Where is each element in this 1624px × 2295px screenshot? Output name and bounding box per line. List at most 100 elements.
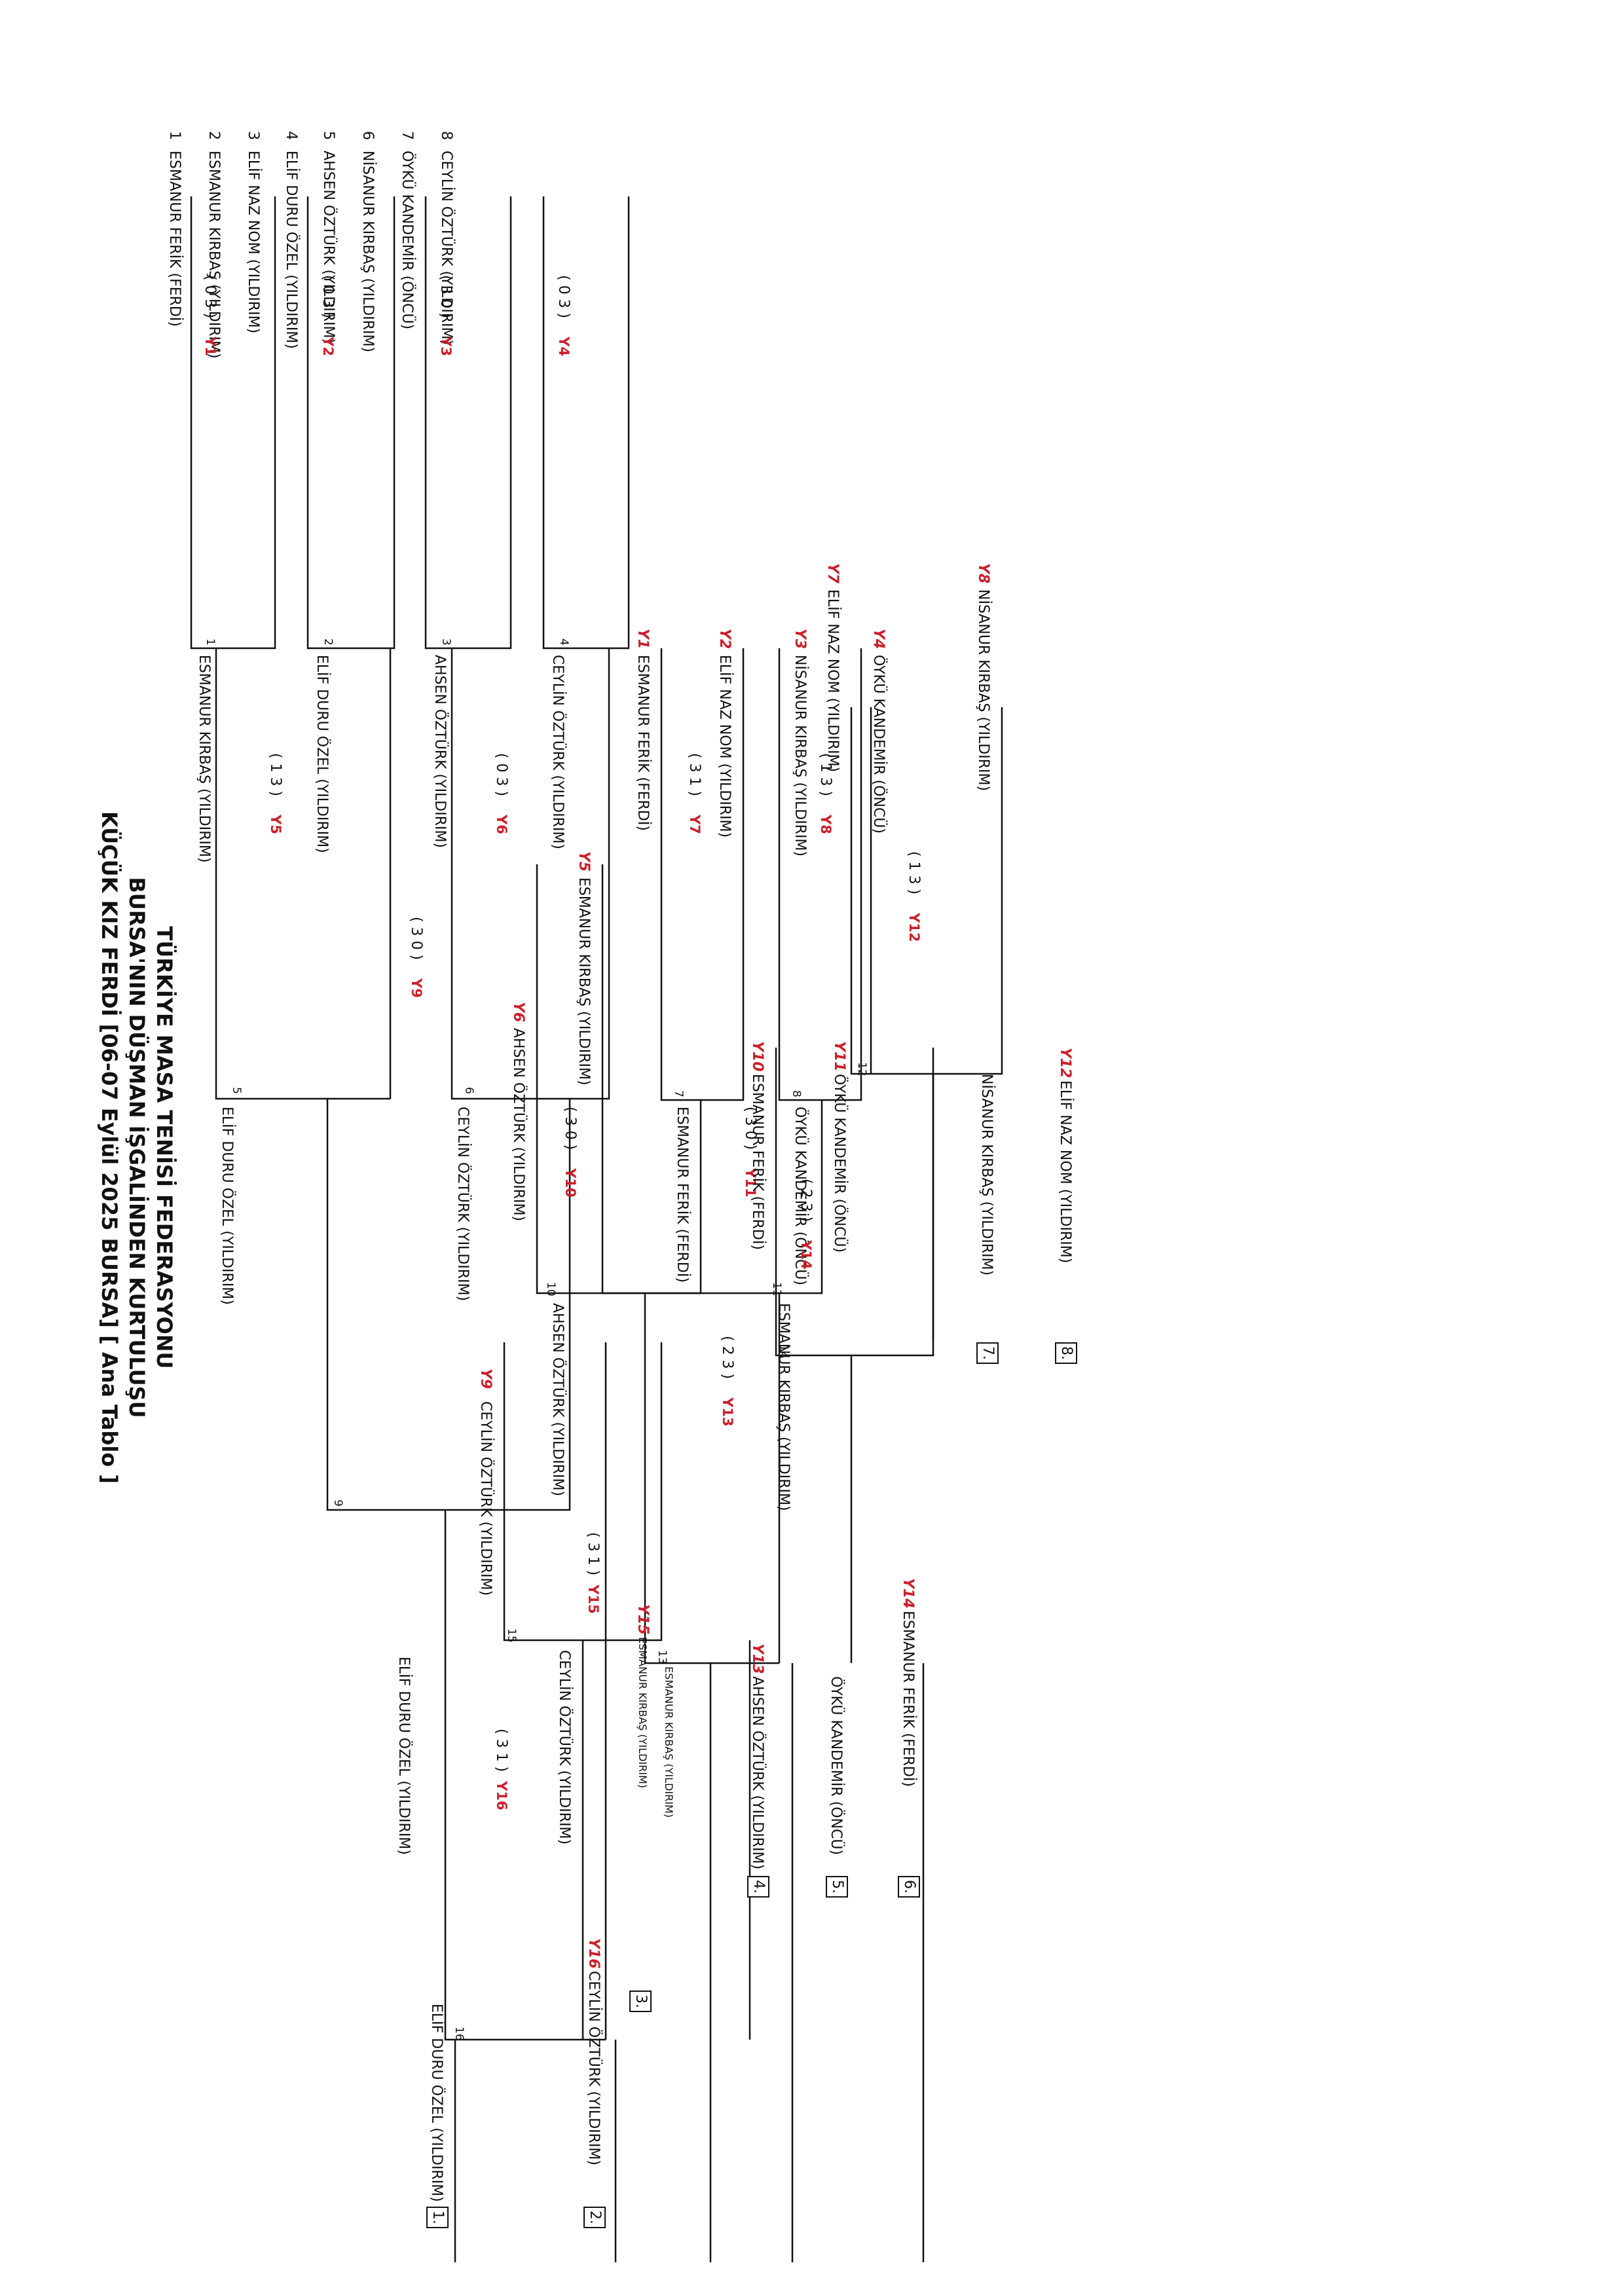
entry-name: ESMANUR FERİK (FERDİ) (749, 1074, 766, 1250)
match-score: ( 3 1 ) Y7 (686, 753, 703, 834)
match-number: 14 (777, 1344, 790, 1359)
standing-name: ELİF DURU ÖZEL (YILDIRIM) (428, 2004, 445, 2202)
loser-tag: Y16 (585, 1938, 602, 1969)
match-score: ( 3 0 ) Y10 (562, 1107, 578, 1198)
seed-number: 3 (245, 131, 261, 140)
match-winner: CEYLİN ÖZTÜRK (YILDIRIM) (556, 1650, 572, 1845)
entry-name: NİSANUR KIRBAŞ (YILDIRIM) (975, 589, 991, 792)
entry-name: AHSEN ÖZTÜRK (YILDIRIM) (510, 1028, 526, 1222)
entry-name: CEYLİN ÖZTÜRK (YILDIRIM) (477, 1401, 494, 1596)
loser-tag: Y4 (870, 629, 887, 650)
seed-number: 4 (283, 131, 299, 140)
loser-tag: Y15 (635, 1604, 651, 1635)
seed-number: 6 (360, 131, 376, 140)
match-score: ( 0 3 ) Y6 (493, 753, 509, 834)
match-winner: AHSEN ÖZTÜRK (YILDIRIM) (432, 655, 448, 849)
match-number: 13 (655, 1650, 669, 1664)
standing-rank: 4. (747, 1876, 769, 1898)
draw-entry: ESMANUR FERİK (FERDİ) (166, 151, 183, 327)
match-winner: ESMANUR KIRBAŞ (YILDIRIM) (775, 1303, 792, 1511)
standing-name: NİSANUR KIRBAŞ (YILDIRIM) (978, 1074, 995, 1276)
match-winner: AHSEN ÖZTÜRK (YILDIRIM) (549, 1303, 566, 1497)
loser-tag: Y1 (635, 629, 651, 650)
match-score: ( 2 3 ) Y14 (798, 1179, 814, 1270)
standing-rank: 3. (629, 1991, 652, 2012)
entry-name: ÖYKÜ KANDEMİR (ÖNCÜ) (831, 1074, 847, 1253)
standing-rank: 8. (1055, 1342, 1077, 1364)
match-number: 9 (331, 1499, 344, 1507)
entry-name: ESMANUR KIRBAŞ (YILDIRIM) (576, 877, 592, 1086)
loser-tag: Y9 (477, 1368, 494, 1389)
loser-tag: Y5 (576, 851, 592, 872)
match-number: 15 (505, 1628, 518, 1643)
standing-name: ELİF NAZ NOM (YILDIRIM) (1057, 1080, 1073, 1264)
match-number: 16 (452, 2027, 466, 2041)
seed-number: 2 (206, 131, 222, 140)
seed-number: 7 (399, 131, 415, 140)
standing-rank: 1. (426, 2207, 449, 2228)
seed-number: 5 (320, 131, 337, 140)
match-number: 8 (790, 1090, 803, 1097)
loser-tag: Y13 (749, 1643, 766, 1674)
match-number: 1 (204, 638, 217, 646)
standing-name: AHSEN ÖZTÜRK (YILDIRIM) (749, 1676, 766, 1870)
loser-tag: Y11 (831, 1041, 847, 1072)
draw-entry: ELİF NAZ NOM (YILDIRIM) (245, 151, 261, 334)
draw-entry: NİSANUR KIRBAŞ (YILDIRIM) (360, 151, 376, 353)
entry-name: NİSANUR KIRBAŞ (YILDIRIM) (792, 655, 808, 857)
entry-name: ÖYKÜ KANDEMİR (ÖNCÜ) (870, 655, 887, 834)
standing-name: ESMANUR FERİK (FERDİ) (900, 1611, 916, 1787)
match-number: 3 (439, 638, 452, 646)
standing-rank: 5. (826, 1876, 848, 1898)
entry-name: ESMANUR FERİK (FERDİ) (635, 655, 651, 831)
match-score: ( 3 0 ) Y9 (408, 917, 424, 998)
loser-tag: Y8 (975, 563, 991, 584)
match-winner: ELİF DURU ÖZEL (YILDIRIM) (314, 655, 330, 853)
loser-tag: Y7 (824, 563, 841, 584)
loser-tag: Y14 (900, 1578, 916, 1609)
match-winner: ESMANUR KIRBAŞ (YILDIRIM) (196, 655, 212, 863)
match-score: ( 3 1 ) Y15 (585, 1532, 601, 1614)
match-number: 11 (770, 1282, 783, 1296)
standing-name: ÖYKÜ KANDEMİR (ÖNCÜ) (828, 1676, 844, 1856)
match-number: 4 (557, 638, 570, 646)
standing-rank: 7. (976, 1342, 999, 1364)
loser-tag: Y12 (1057, 1048, 1073, 1078)
match-score: ( 0 3 ) Y1 (202, 275, 218, 356)
match-number: 2 (322, 638, 335, 646)
match-score: ( 1 3 ) Y5 (267, 753, 284, 834)
seed-number: 8 (438, 131, 454, 140)
match-winner: CEYLİN ÖZTÜRK (YILDIRIM) (454, 1107, 471, 1302)
standing-rank: 2. (583, 2207, 606, 2228)
standing-name: CEYLİN ÖZTÜRK (YILDIRIM) (585, 1971, 602, 2166)
loser-name: ESMANUR KIRBAŞ (YILDIRIM) (637, 1637, 649, 1788)
match-winner: ESMANUR KIRBAŞ (YILDIRIM) (663, 1666, 675, 1818)
match-number: 6 (462, 1087, 475, 1094)
match-number: 12 (855, 1062, 868, 1076)
entry-name: ELİF NAZ NOM (YILDIRIM) (824, 589, 841, 773)
match-winner: ESMANUR FERİK (FERDİ) (674, 1107, 690, 1283)
match-score: ( 2 3 ) Y13 (719, 1336, 735, 1427)
match-winner: ELİF DURU ÖZEL (YILDIRIM) (219, 1107, 235, 1305)
match-number: 7 (672, 1090, 685, 1097)
seed-number: 1 (166, 131, 183, 140)
draw-entry: ELİF DURU ÖZEL (YILDIRIM) (283, 151, 299, 349)
loser-tag: Y3 (792, 629, 808, 650)
match-score: ( 0 3 ) Y4 (555, 275, 572, 356)
match-score: ( 3 1 ) Y16 (493, 1729, 509, 1810)
match-number: 5 (230, 1087, 243, 1094)
standing-rank: 6. (898, 1876, 920, 1898)
draw-entry: ÖYKÜ KANDEMİR (ÖNCÜ) (399, 151, 415, 330)
loser-tag: Y10 (749, 1041, 766, 1072)
match-score: ( 1 3 ) Y12 (906, 851, 922, 942)
match-score: ( 0 3 ) Y2 (320, 275, 336, 356)
entry-name: ELİF NAZ NOM (YILDIRIM) (716, 655, 733, 838)
match-winner: ELİF DURU ÖZEL (YILDIRIM) (396, 1657, 412, 1855)
match-number: 10 (544, 1282, 557, 1296)
match-winner: CEYLİN ÖZTÜRK (YILDIRIM) (549, 655, 566, 850)
loser-tag: Y6 (510, 1002, 526, 1023)
match-score: ( 3 0 ) Y3 (437, 275, 454, 356)
loser-tag: Y2 (716, 629, 733, 650)
